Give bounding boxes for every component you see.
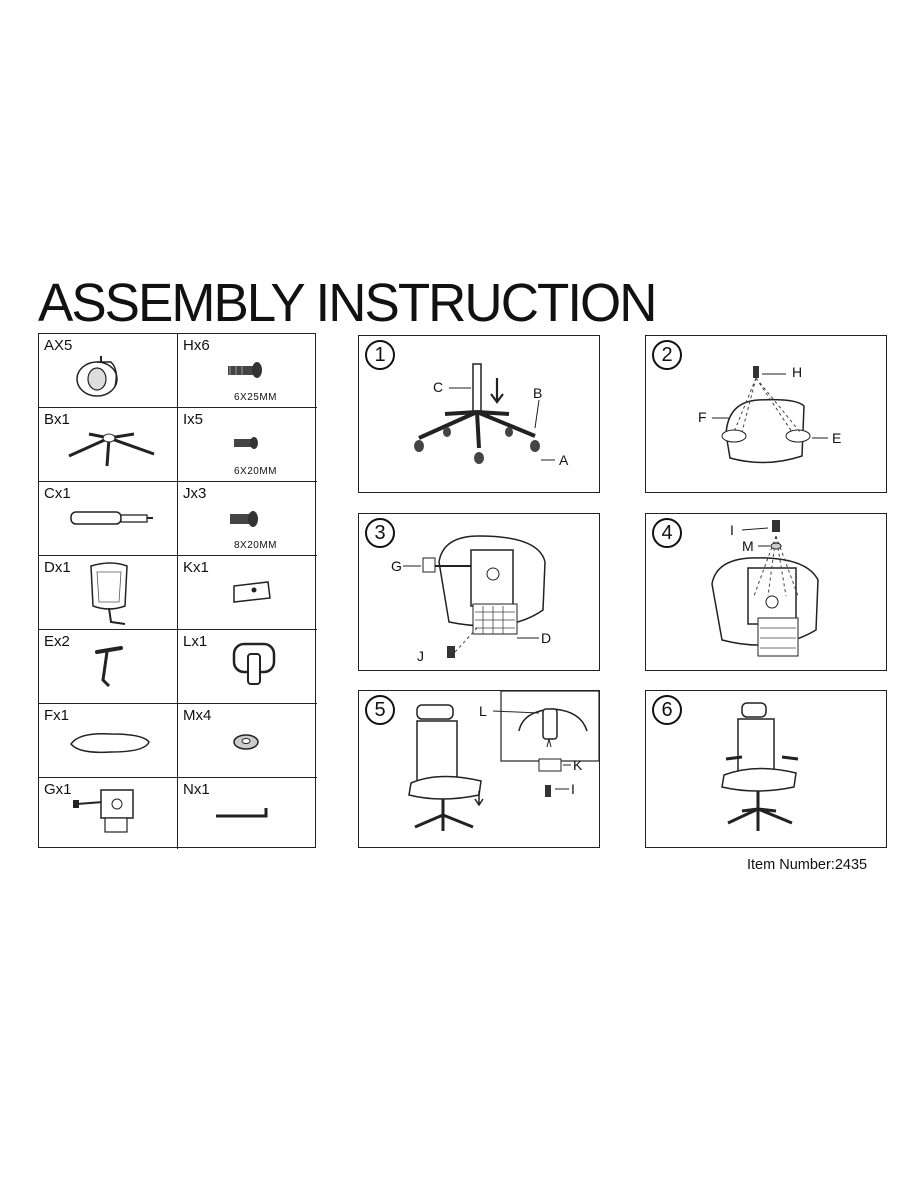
base-assembly-illustration — [414, 363, 555, 464]
caster-wheel-icon — [76, 356, 118, 397]
parts-list-table: AX5 Hx6 6X25MM Bx1 Ix5 6X20MM — [38, 333, 317, 849]
backrest-icon — [90, 562, 128, 625]
part-label: Kx1 — [183, 559, 209, 576]
part-cell-b: Bx1 — [39, 408, 178, 482]
bolt-icon — [228, 362, 262, 378]
part-cell-e: Ex2 — [39, 630, 178, 704]
step-number: 3 — [365, 518, 395, 548]
part-cell-i: Ix5 6X20MM — [178, 408, 317, 482]
part-cell-j: Jx3 8X20MM — [178, 482, 317, 556]
callout-label: I — [730, 522, 734, 538]
callout-label: M — [742, 538, 754, 554]
callout-label: K — [573, 757, 583, 773]
mechanism-icon — [73, 789, 134, 833]
part-spec: 6X25MM — [233, 392, 277, 403]
part-label: Ix5 — [183, 411, 204, 428]
part-spec: 8X20MM — [233, 540, 277, 551]
callout-label: J — [417, 648, 424, 664]
bracket-icon — [233, 581, 271, 603]
part-label: Bx1 — [44, 411, 70, 428]
step-5-panel: 5 L K I — [358, 690, 600, 848]
part-label: Cx1 — [44, 485, 71, 502]
step-number: 6 — [652, 695, 682, 725]
page-title: ASSEMBLY INSTRUCTION — [38, 273, 657, 333]
part-cell-a: AX5 — [39, 334, 178, 408]
armrest-icon — [95, 646, 123, 688]
part-cell-n: Nx1 — [178, 778, 317, 849]
part-label: Nx1 — [183, 781, 210, 798]
step-number: 1 — [365, 340, 395, 370]
headrest-icon — [232, 642, 276, 685]
part-cell-f: Fx1 — [39, 704, 178, 778]
part-label: Ex2 — [44, 633, 70, 650]
part-label: Gx1 — [44, 781, 72, 798]
part-label: AX5 — [44, 337, 73, 354]
callout-label: A — [559, 452, 569, 468]
seat-cushion-icon — [70, 732, 150, 754]
callout-label: D — [541, 630, 552, 646]
bolt-icon — [234, 437, 258, 449]
part-cell-c: Cx1 — [39, 482, 178, 556]
mechanism-assembly-illustration — [403, 535, 546, 658]
star-base-icon — [68, 432, 155, 467]
callout-label: H — [792, 364, 803, 380]
part-cell-g: Gx1 — [39, 778, 178, 849]
headrest-assembly-illustration — [408, 691, 600, 831]
item-number: Item Number:2435 — [747, 857, 868, 873]
callout-label: C — [433, 379, 444, 395]
part-cell-k: Kx1 — [178, 556, 317, 630]
finished-chair-illustration — [721, 702, 799, 831]
part-spec: 6X20MM — [233, 466, 277, 477]
callout-label: I — [571, 781, 575, 797]
part-cell-l: Lx1 — [178, 630, 317, 704]
part-label: Jx3 — [183, 485, 207, 502]
part-label: Hx6 — [183, 337, 210, 354]
part-cell-h: Hx6 6X25MM — [178, 334, 317, 408]
bolt-icon — [230, 511, 258, 527]
washer-icon — [233, 734, 259, 750]
step-2-panel: 2 H F E — [645, 335, 887, 493]
part-cell-m: Mx4 — [178, 704, 317, 778]
callout-label: F — [698, 409, 707, 425]
step-number: 2 — [652, 340, 682, 370]
part-label: Dx1 — [44, 559, 71, 576]
step-6-panel: 6 — [645, 690, 887, 848]
callout-label: E — [832, 430, 842, 446]
seat-assembly-illustration — [712, 366, 828, 464]
allen-key-icon — [216, 808, 268, 818]
callout-label: B — [533, 385, 543, 401]
callout-label: L — [479, 703, 487, 719]
backrest-assembly-illustration — [711, 520, 819, 657]
callout-label: G — [391, 558, 402, 574]
part-label: Mx4 — [183, 707, 212, 724]
step-number: 5 — [365, 695, 395, 725]
gas-cylinder-icon — [70, 511, 153, 525]
step-number: 4 — [652, 518, 682, 548]
part-label: Lx1 — [183, 633, 208, 650]
step-1-panel: 1 C B A — [358, 335, 600, 493]
part-cell-d: Dx1 — [39, 556, 178, 630]
step-3-panel: 3 G D J — [358, 513, 600, 671]
part-label: Fx1 — [44, 707, 70, 724]
step-4-panel: 4 I M — [645, 513, 887, 671]
